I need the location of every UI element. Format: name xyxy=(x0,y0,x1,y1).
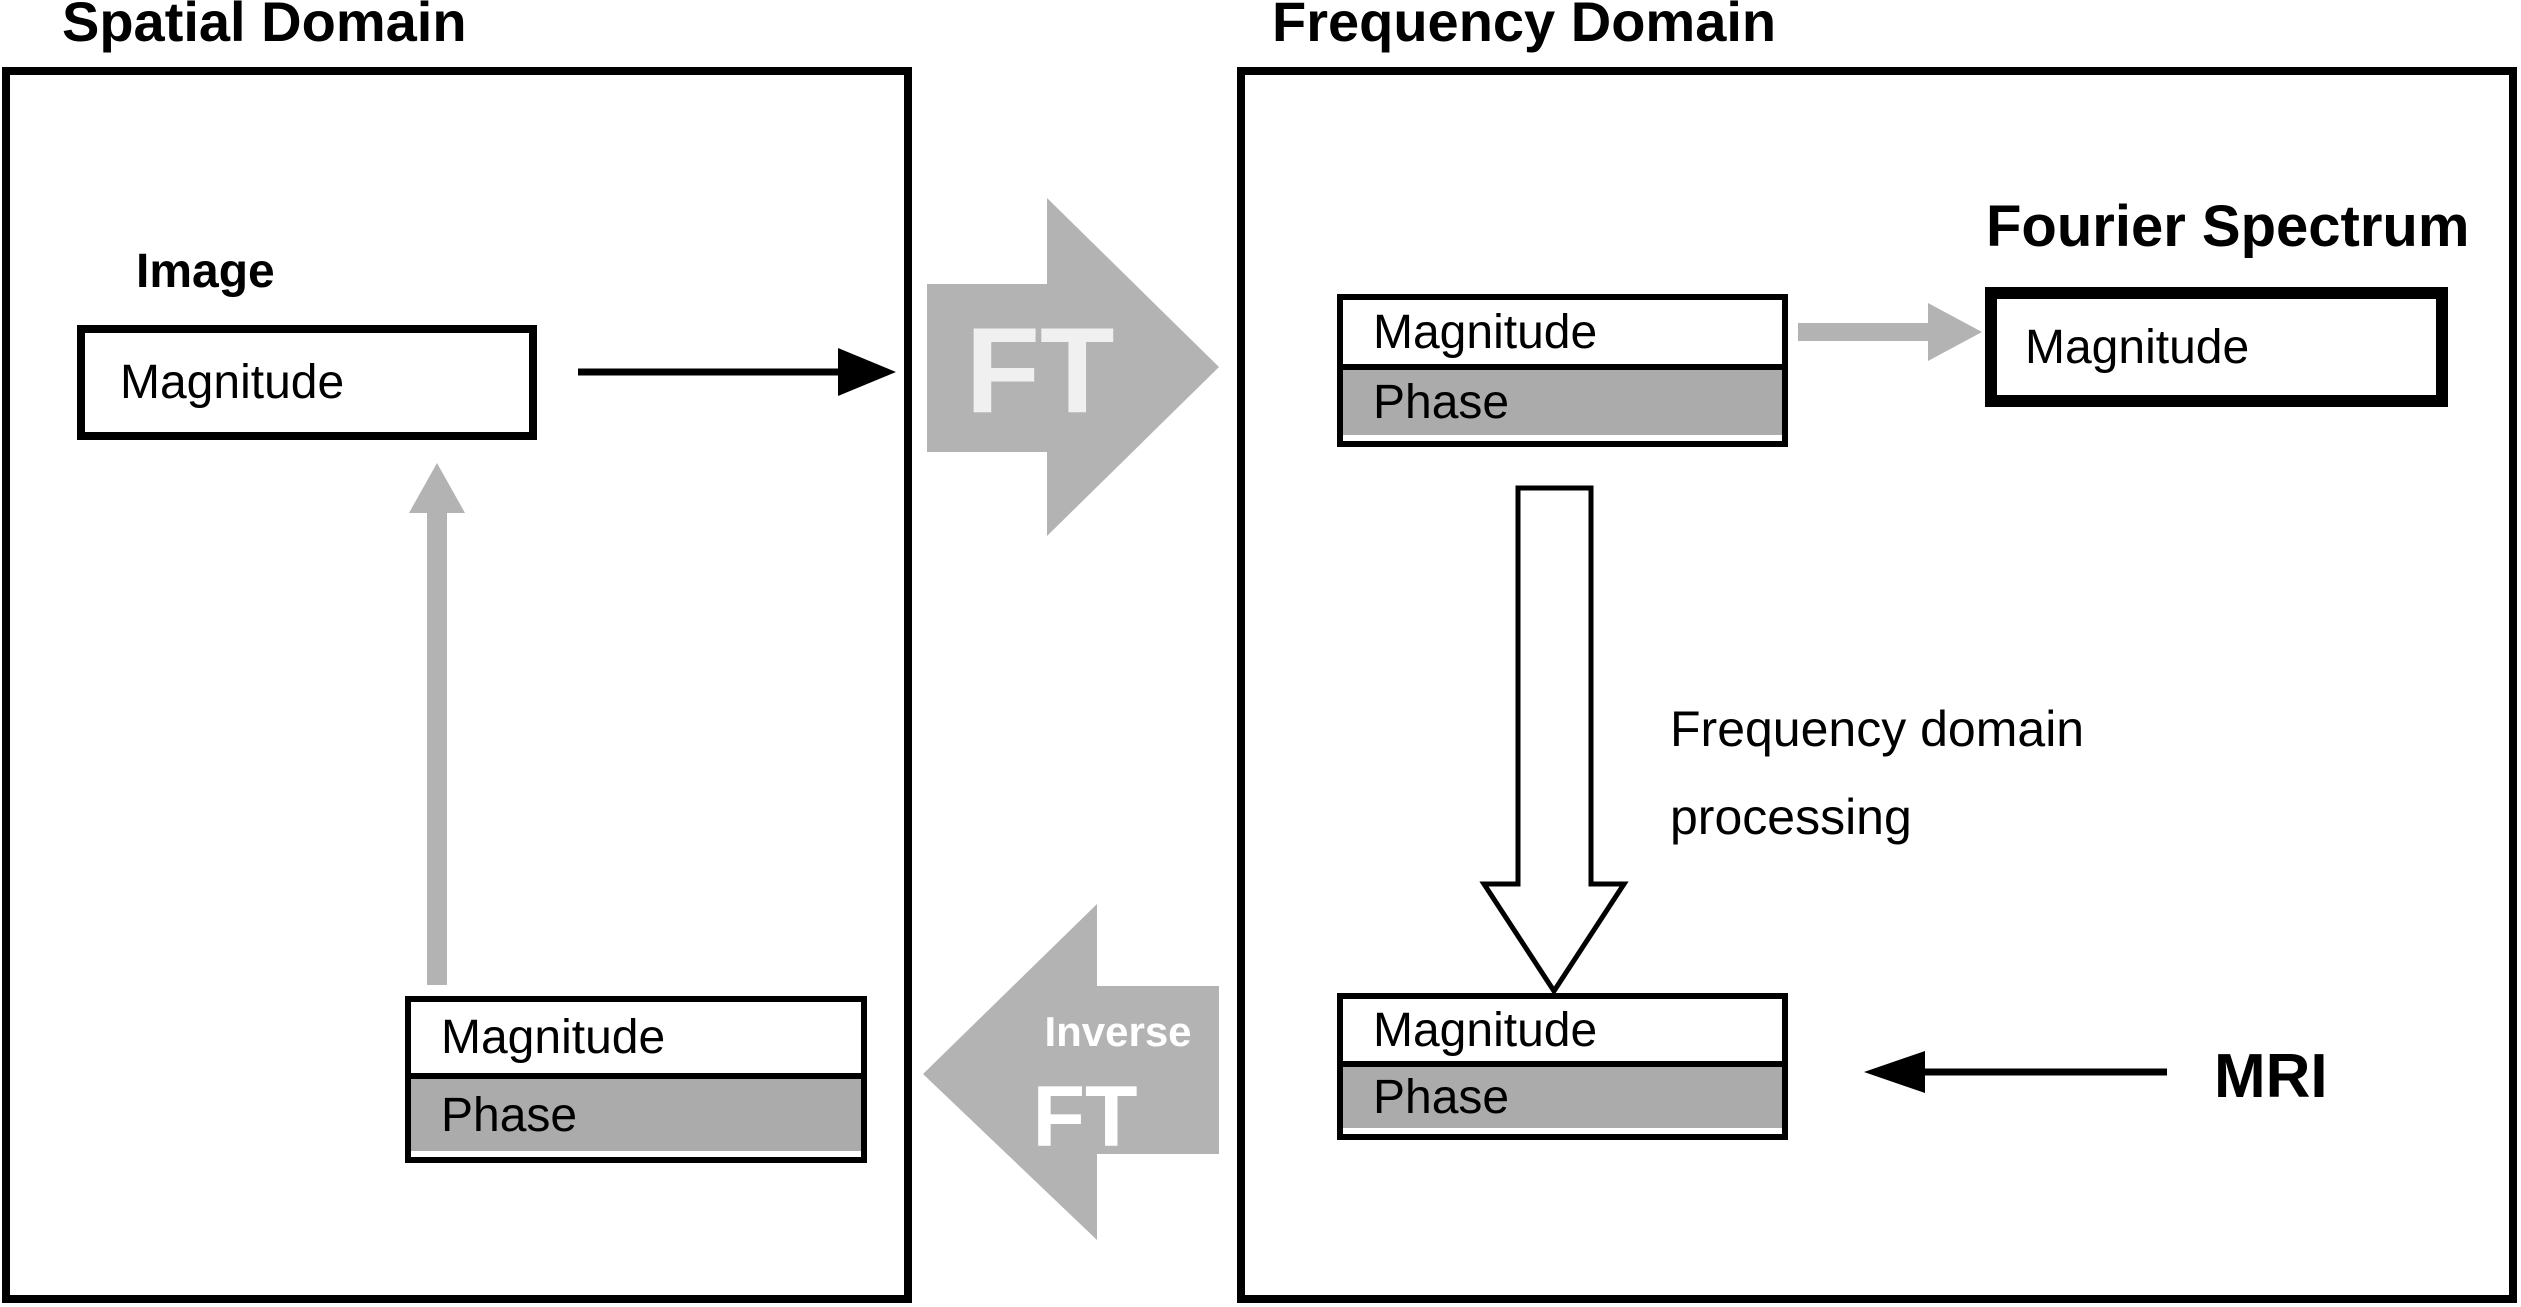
spatial-result-magnitude-row: Magnitude xyxy=(411,1002,861,1079)
forward-ft-block-arrow-icon xyxy=(927,198,1219,536)
frequency-top-phase-text: Phase xyxy=(1373,376,1510,429)
spatial-domain-box xyxy=(2,67,912,1303)
frequency-processing-line2: processing xyxy=(1670,789,1912,845)
spatial-result-phase-row: Phase xyxy=(411,1079,861,1151)
frequency-bottom-magnitude-row: Magnitude xyxy=(1343,999,1782,1067)
frequency-top-magnitude-text: Magnitude xyxy=(1373,305,1598,359)
spatial-result-phase-text: Phase xyxy=(441,1088,578,1142)
frequency-processing-label: Frequency domain processing xyxy=(1670,685,2084,861)
frequency-domain-box xyxy=(1237,67,2517,1303)
frequency-processing-line1: Frequency domain xyxy=(1670,701,2085,757)
mri-label: MRI xyxy=(2214,1042,2328,1111)
fourier-spectrum-magnitude-box: Magnitude xyxy=(1985,287,2448,407)
frequency-top-magnitude-row: Magnitude xyxy=(1343,300,1782,370)
spatial-result-magnitude-text: Magnitude xyxy=(441,1011,666,1064)
image-label: Image xyxy=(136,245,275,298)
frequency-top-box: Magnitude Phase xyxy=(1337,294,1788,447)
inverse-ft-label-line1: Inverse xyxy=(1044,1008,1191,1055)
inverse-ft-block-arrow-icon xyxy=(923,904,1219,1240)
forward-ft-arrow: FT xyxy=(927,198,1219,536)
fourier-spectrum-label: Fourier Spectrum xyxy=(1986,194,2470,259)
inverse-ft-arrow: Inverse FT xyxy=(923,904,1219,1240)
frequency-top-phase-row: Phase xyxy=(1343,370,1782,435)
fourier-spectrum-magnitude-text: Magnitude xyxy=(2025,320,2250,374)
spatial-result-box: Magnitude Phase xyxy=(405,996,867,1163)
frequency-bottom-magnitude-text: Magnitude xyxy=(1373,1003,1598,1057)
image-magnitude-text: Magnitude xyxy=(120,356,345,409)
frequency-bottom-box: Magnitude Phase xyxy=(1337,993,1788,1140)
frequency-domain-title: Frequency Domain xyxy=(1272,0,1777,53)
frequency-bottom-phase-text: Phase xyxy=(1373,1071,1510,1124)
spatial-domain-title: Spatial Domain xyxy=(62,0,467,53)
inverse-ft-label-line2: FT xyxy=(1032,1069,1137,1165)
image-magnitude-box: Magnitude xyxy=(77,325,537,440)
frequency-bottom-phase-row: Phase xyxy=(1343,1067,1782,1128)
forward-ft-label: FT xyxy=(965,302,1114,438)
